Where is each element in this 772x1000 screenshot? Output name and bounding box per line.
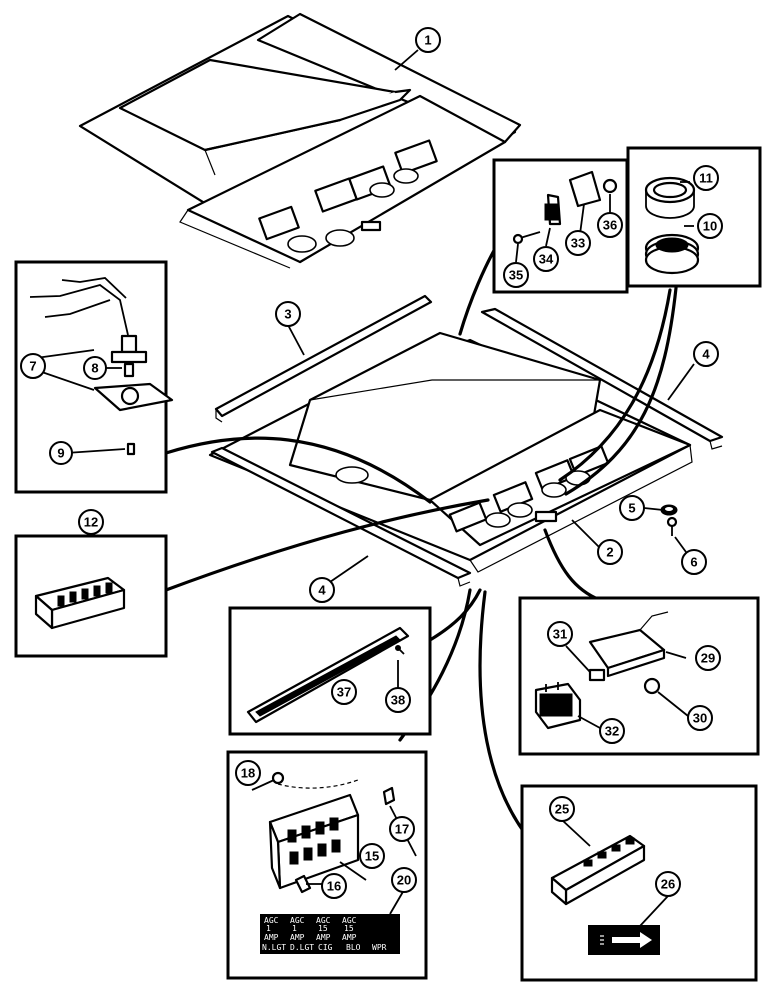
inset-fuse-block: [226, 750, 428, 980]
callout-label: 9: [57, 446, 64, 461]
callout-label: 8: [91, 361, 98, 376]
callout-9: 9: [49, 441, 73, 465]
callout-35: 35: [503, 262, 529, 288]
decal-r2-c1: 1: [266, 924, 271, 933]
callout-30: 30: [687, 705, 713, 731]
decal-r2-c3: 15: [318, 924, 328, 933]
decal-r2-c4: 15: [344, 924, 354, 933]
inset-lamp-relay: [518, 596, 760, 756]
roof-strip-4-left: [210, 446, 472, 587]
callout-label: 18: [241, 766, 255, 781]
callout-17: 17: [389, 816, 415, 842]
callout-label: 30: [693, 711, 707, 726]
callout-20: 20: [391, 867, 417, 893]
inset-grille: [228, 606, 432, 736]
decal-r3-c1: AMP: [264, 933, 279, 942]
callout-8: 8: [83, 356, 107, 380]
callout-26: 26: [655, 871, 681, 897]
callout-4a: 4: [693, 341, 719, 367]
callout-label: 16: [327, 879, 341, 894]
inset-fuse-panel: [14, 534, 168, 658]
decal-r1-c3: AGC: [316, 916, 331, 925]
decal-r4-c1: N.LGT: [262, 943, 286, 952]
callout-2: 2: [597, 539, 623, 565]
callout-label: 34: [539, 252, 554, 267]
decal-r3-c3: AMP: [316, 933, 331, 942]
callout-label: 26: [661, 877, 675, 892]
callout-label: 38: [391, 693, 405, 708]
callout-label: 10: [703, 219, 717, 234]
callout-label: 4: [702, 347, 710, 362]
decal-r3-c4: AMP: [342, 933, 357, 942]
callout-label: 17: [395, 822, 409, 837]
callout-34: 34: [533, 246, 559, 272]
roof-panel-top: [78, 12, 522, 269]
screw-6: [666, 516, 678, 536]
callout-6: 6: [681, 549, 707, 575]
callout-37: 37: [331, 679, 357, 705]
inset-seal: [626, 146, 762, 288]
callout-label: 25: [555, 802, 569, 817]
callout-10: 10: [697, 213, 723, 239]
callout-label: 7: [29, 359, 36, 374]
callout-15: 15: [359, 843, 385, 869]
callout-label: 32: [605, 724, 619, 739]
callout-label: 33: [571, 236, 585, 251]
callout-label: 2: [606, 545, 613, 560]
callout-18: 18: [235, 760, 261, 786]
decal-r1-c2: AGC: [290, 916, 305, 925]
callout-29: 29: [695, 645, 721, 671]
callout-36: 36: [597, 212, 623, 238]
callout-label: 20: [397, 873, 411, 888]
callout-38: 38: [385, 687, 411, 713]
callout-12: 12: [78, 509, 104, 535]
roof-panel-main: [208, 331, 693, 573]
callout-label: 31: [553, 627, 567, 642]
fuse-decal-text: AGC AGC AGC AGC 1 1 15 15 AMP AMP AMP AM…: [262, 916, 387, 952]
decal-r4-c5: WPR: [372, 943, 387, 952]
callout-label: 6: [690, 555, 697, 570]
callout-5: 5: [619, 495, 645, 521]
callout-label: 35: [509, 268, 523, 283]
callout-31: 31: [547, 621, 573, 647]
callout-label: 3: [284, 307, 291, 322]
callout-32: 32: [599, 718, 625, 744]
decal-r3-c2: AMP: [290, 933, 305, 942]
callout-11: 11: [693, 165, 719, 191]
callout-25: 25: [549, 796, 575, 822]
callout-16: 16: [321, 873, 347, 899]
decal-r1-c4: AGC: [342, 916, 357, 925]
callout-label: 37: [337, 685, 351, 700]
decal-r2-c2: 1: [292, 924, 297, 933]
callout-label: 5: [628, 501, 635, 516]
grommet-5: [660, 504, 678, 516]
callout-label: 36: [603, 218, 617, 233]
callout-1: 1: [415, 27, 441, 53]
callout-label: 4: [318, 583, 326, 598]
decal-r4-c2: D.LGT: [290, 943, 314, 952]
callout-label: 1: [424, 33, 431, 48]
callout-label: 12: [84, 515, 98, 530]
decal-r4-c3: CIG: [318, 943, 333, 952]
callout-label: 29: [701, 651, 715, 666]
roof-strip-3: [214, 294, 433, 423]
decal-r4-c4: BLO: [346, 943, 361, 952]
callout-label: 11: [699, 171, 713, 186]
callout-33: 33: [565, 230, 591, 256]
callout-label: 15: [365, 849, 379, 864]
callout-4b: 4: [309, 577, 335, 603]
callout-3: 3: [275, 301, 301, 327]
decal-r1-c1: AGC: [264, 916, 279, 925]
callout-7: 7: [20, 353, 46, 379]
